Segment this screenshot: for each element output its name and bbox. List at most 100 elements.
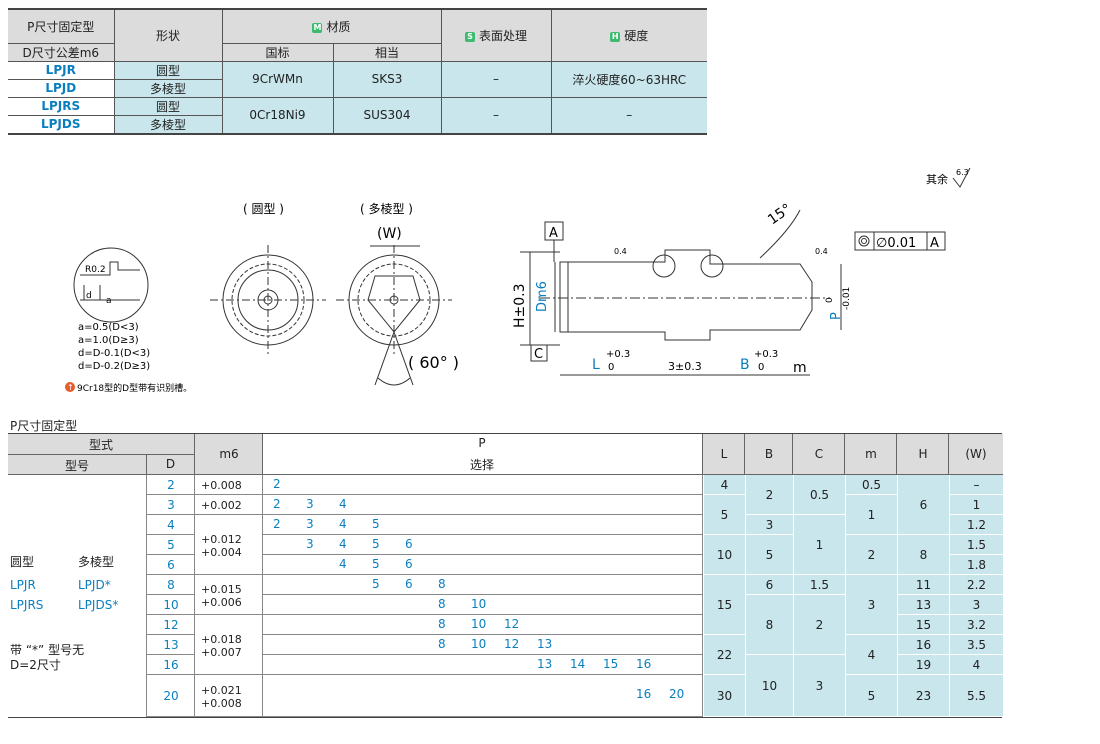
- d-value: 12: [147, 615, 195, 635]
- gb-cell: 0Cr18Ni9: [221, 96, 334, 134]
- c-value: 1.5: [793, 575, 845, 595]
- p-header-block: [262, 434, 703, 475]
- hardness-cell: 淬火硬度60~63HRC: [550, 60, 707, 98]
- p-header: P: [478, 436, 486, 450]
- poly-label: ( 多棱型 ): [360, 201, 413, 216]
- h-value: 11: [897, 575, 949, 595]
- p-value: 14: [570, 657, 586, 671]
- p-value: 6: [405, 537, 413, 551]
- p-value: 4: [339, 537, 347, 551]
- m-dimension: m: [793, 360, 807, 376]
- b-value: 3: [745, 515, 793, 535]
- lpjr-label: LPJR: [10, 578, 36, 592]
- w-value: 4: [949, 655, 1003, 675]
- p-row: 2: [263, 475, 703, 495]
- l-tol-lower: 0: [608, 362, 614, 373]
- angle-15: 15°: [765, 201, 795, 228]
- p-value: 13: [537, 657, 553, 671]
- h-value: 6: [897, 475, 949, 535]
- b-tol-lower: 0: [758, 362, 764, 373]
- surface-cell: –: [440, 60, 552, 98]
- d-value: 10: [147, 595, 195, 615]
- three-dimension: 3±0.3: [668, 360, 702, 373]
- c-header: C: [792, 434, 845, 475]
- b-value: 10: [745, 655, 793, 717]
- h-value: 15: [897, 615, 949, 635]
- d-tol-header: D尺寸公差m6: [8, 42, 115, 62]
- m-header: m: [844, 434, 897, 475]
- c-value: 1: [793, 515, 845, 575]
- shape-cell: 多棱型: [113, 78, 222, 98]
- p-value: 16: [636, 657, 652, 671]
- l-value: 15: [703, 575, 745, 635]
- l-value: 22: [703, 635, 745, 675]
- m-value: 4: [845, 635, 897, 675]
- m6-tolerance: +0.015+0.006: [195, 575, 263, 615]
- w-value: 3.2: [949, 615, 1003, 635]
- b-tol-upper: +0.3: [754, 349, 778, 360]
- l-value: 30: [703, 675, 745, 717]
- b-value: 8: [745, 595, 793, 655]
- p-value: 4: [339, 557, 347, 571]
- hardness-header-label: 硬度: [624, 28, 649, 43]
- shape-header: 形状: [113, 8, 223, 62]
- p-value: 12: [504, 617, 520, 631]
- poly-type-label: 多棱型: [78, 555, 115, 569]
- equiv-cell: SUS304: [332, 96, 442, 134]
- note-3: d=D-0.1(D<3): [78, 348, 150, 359]
- detail-d-label: d: [86, 291, 92, 301]
- p-value: 6: [405, 557, 413, 571]
- p-value: 2: [273, 477, 281, 491]
- p-value: 3: [306, 497, 314, 511]
- l-tol-upper: +0.3: [606, 349, 630, 360]
- w-value: 1.5: [949, 535, 1003, 555]
- h-dimension: H±0.3: [512, 283, 528, 328]
- roughness-04-b: 0.4: [815, 247, 828, 256]
- spec-body: 圆型 多棱型 LPJR LPJD* LPJRS LPJDS* 带 “*” 型号无…: [8, 475, 1003, 717]
- m6-tolerance: +0.021+0.008: [195, 675, 263, 717]
- b-dimension: B: [740, 357, 750, 373]
- spec-table: 型式 型号 D m6 P 选择 L B C m H (W) 圆型 多棱型 LPJ…: [8, 433, 1003, 718]
- d-header: D: [165, 457, 176, 471]
- roughness-04-a: 0.4: [614, 247, 627, 256]
- p-value: 5: [372, 577, 380, 591]
- p-value: 3: [306, 517, 314, 531]
- equiv-cell: SKS3: [332, 60, 442, 98]
- p-tol-upper: 0: [825, 297, 835, 303]
- w-value: 3: [949, 595, 1003, 615]
- p-value: 8: [438, 637, 446, 651]
- equiv-header: 相当: [332, 42, 441, 62]
- h-value: 8: [897, 535, 949, 575]
- note-1: a=0.5(D<3): [78, 322, 139, 333]
- l-value: 4: [703, 475, 745, 495]
- select-header: 选择: [469, 458, 494, 472]
- w-value: 3.5: [949, 635, 1003, 655]
- roughness-symbol-icon: [952, 167, 971, 188]
- h-value: 13: [897, 595, 949, 615]
- d-value: 16: [147, 655, 195, 675]
- l-dimension: L: [592, 357, 600, 373]
- d-value: 6: [147, 555, 195, 575]
- w-value: 2.2: [949, 575, 1003, 595]
- shape-cell: 多棱型: [113, 114, 222, 134]
- w-value: 5.5: [949, 675, 1003, 717]
- code-cell: LPJD: [8, 78, 115, 98]
- m6-tolerance: +0.012+0.004: [195, 515, 263, 575]
- p-value: 5: [372, 557, 380, 571]
- datum-c: C: [534, 347, 543, 362]
- p-value: 8: [438, 617, 446, 631]
- w-value: 1: [949, 495, 1003, 515]
- hardness-cell: –: [550, 96, 707, 134]
- b-header: B: [744, 434, 793, 475]
- p-value: 2: [273, 517, 281, 531]
- d-dimension: Dm6: [535, 281, 550, 312]
- pin-side-view: [520, 209, 946, 376]
- gb-cell: 9CrWMn: [221, 60, 334, 98]
